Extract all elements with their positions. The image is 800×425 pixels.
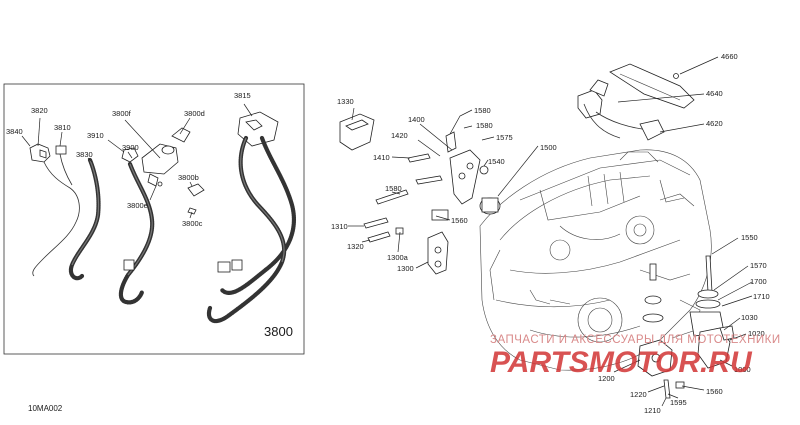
label-3800: 3800 — [264, 324, 293, 339]
label-4640: 4640 — [706, 89, 723, 98]
label-1500: 1500 — [540, 143, 557, 152]
main-harness-3800 — [206, 111, 297, 324]
label-3800f: 3800f — [112, 109, 132, 118]
connector-3810-part — [55, 145, 73, 186]
label-3820: 3820 — [31, 106, 48, 115]
label-4660: 4660 — [721, 52, 738, 61]
inset-leader-lines — [21, 103, 253, 219]
label-1000: 1000 — [734, 365, 751, 374]
mount-parts-1000-1030 — [697, 325, 735, 369]
bracket-1330 — [339, 113, 375, 151]
label-1580-left: 1580 — [385, 184, 402, 193]
mount-bracket-1300 — [395, 227, 449, 275]
label-3830: 3830 — [76, 150, 93, 159]
mount-parts-1200 — [637, 339, 685, 399]
label-1570: 1570 — [750, 261, 767, 270]
label-1330: 1330 — [337, 97, 354, 106]
inset-harness-panel: 3840 3820 3810 3830 3910 3900 3800f 3800… — [3, 83, 305, 355]
label-1595: 1595 — [670, 398, 687, 407]
label-1300a: 1300a — [387, 253, 409, 262]
mount-parts-1550-1710 — [642, 255, 725, 337]
label-1710: 1710 — [753, 292, 770, 301]
watermark-logo: PARTSMOTOR.RU — [490, 346, 753, 379]
label-3810: 3810 — [54, 123, 71, 132]
label-1540: 1540 — [488, 157, 505, 166]
label-4620: 4620 — [706, 119, 723, 128]
main-leader-lines — [348, 56, 753, 407]
label-1560-lower: 1560 — [706, 387, 723, 396]
label-1575: 1575 — [496, 133, 513, 142]
label-3815: 3815 — [234, 91, 251, 100]
watermark-tagline: ЗАПЧАСТИ И АКСЕССУАРЫ ДЛЯ МОТОТЕХНИКИ — [490, 334, 781, 346]
label-3900: 3900 — [122, 143, 139, 152]
label-3800c: 3800c — [182, 219, 203, 228]
label-1030: 1030 — [741, 313, 758, 322]
harness-4620 — [577, 63, 695, 141]
label-1550: 1550 — [741, 233, 758, 242]
label-1210: 1210 — [644, 406, 661, 415]
label-1020: 1020 — [748, 329, 765, 338]
label-3800e: 3800e — [127, 201, 148, 210]
label-1580-mid: 1580 — [476, 121, 493, 130]
label-1560-upper: 1560 — [451, 216, 468, 225]
label-3800b: 3800b — [178, 173, 199, 182]
harness-3830 — [68, 157, 101, 281]
label-1410: 1410 — [373, 153, 390, 162]
label-1310: 1310 — [331, 222, 348, 231]
diagram-reference-code: 10MA002 — [28, 404, 63, 413]
label-3800d: 3800d — [184, 109, 205, 118]
bracket-1400-assembly — [407, 131, 481, 221]
label-1400: 1400 — [408, 115, 425, 124]
label-1220: 1220 — [630, 390, 647, 399]
label-1300: 1300 — [397, 264, 414, 273]
label-1420: 1420 — [391, 131, 408, 140]
engine-mount-1500 — [479, 165, 501, 215]
label-1700: 1700 — [750, 277, 767, 286]
label-1200: 1200 — [598, 374, 615, 383]
label-1580-top: 1580 — [474, 106, 491, 115]
label-3840: 3840 — [6, 127, 23, 136]
label-1320: 1320 — [347, 242, 364, 251]
watermark: ЗАПЧАСТИ И АКСЕССУАРЫ ДЛЯ МОТОТЕХНИКИ PA… — [490, 334, 781, 379]
throttle-assembly-3800f — [141, 127, 205, 215]
label-3910: 3910 — [87, 131, 104, 140]
